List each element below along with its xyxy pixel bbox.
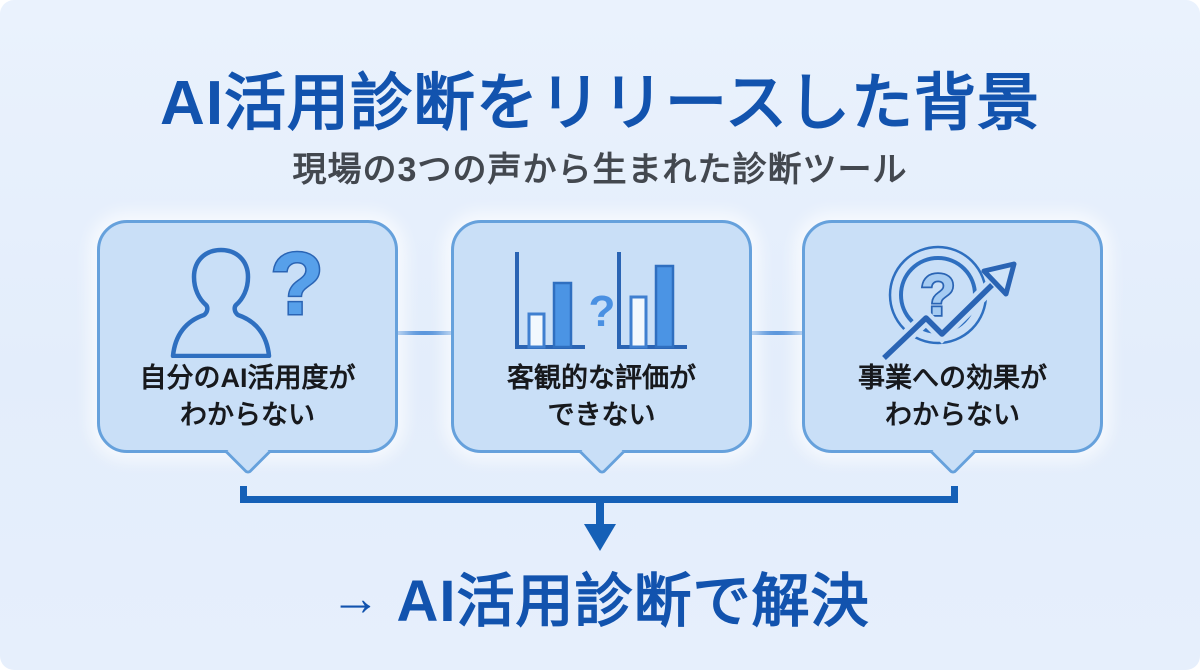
- page-title: AI活用診断をリリースした背景: [160, 69, 1040, 138]
- arrow-down-icon: [584, 524, 616, 551]
- card-text: 客観的な評価が できない: [454, 360, 749, 434]
- card-text-line2: できない: [547, 400, 656, 430]
- card-text-line2: わからない: [885, 400, 1020, 430]
- right-arrow-icon: →: [330, 570, 381, 626]
- bracket-stem: [596, 501, 604, 526]
- svg-text:?: ?: [588, 287, 615, 336]
- speech-bubble-tail: [224, 430, 271, 476]
- card-text-line1: 事業への効果が: [858, 363, 1047, 393]
- bar-chart-question-icon: ?: [454, 241, 749, 363]
- card-text: 自分のAI活用度が わからない: [100, 360, 395, 434]
- voice-card-objective-evaluation: ? 客観的な評価が できない: [451, 220, 752, 476]
- page-subtitle: 現場の3つの声から生まれた診断ツール: [292, 151, 908, 189]
- bracket-line: [240, 496, 958, 503]
- growth-question-icon: ?: [805, 241, 1100, 363]
- voice-card-business-impact: ? 事業への効果が わからない: [802, 220, 1103, 476]
- bracket-right-stub: [951, 486, 958, 503]
- conclusion-banner: → AI活用診断で解決: [0, 554, 1200, 638]
- bracket-left-stub: [240, 486, 247, 503]
- card-text-line1: 客観的な評価が: [507, 363, 696, 393]
- speech-bubble-tail: [929, 430, 976, 476]
- connector-line-right: [750, 331, 807, 335]
- conclusion-text: AI活用診断で解決: [396, 569, 870, 634]
- person-question-icon: ?: [100, 241, 395, 363]
- card-text-line2: わからない: [180, 400, 315, 430]
- voice-card-self-usage: ? 自分のAI活用度が わからない: [97, 220, 398, 476]
- connector-line-left: [396, 331, 456, 335]
- card-text: 事業への効果が わからない: [805, 360, 1100, 434]
- svg-text:?: ?: [270, 246, 324, 333]
- speech-bubble-tail: [578, 430, 625, 476]
- card-text-line1: 自分のAI活用度が: [139, 363, 356, 393]
